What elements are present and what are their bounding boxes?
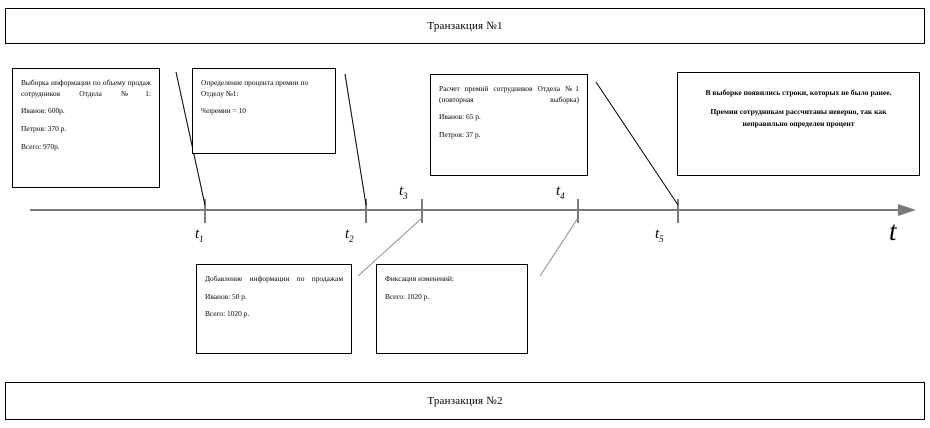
box-commit: Фиксация изменений: Всего: 1020 р.: [376, 264, 528, 354]
transaction-2-banner: Транзакция №2: [5, 382, 925, 420]
box-add: Добавление информации по продажам Иванов…: [196, 264, 352, 354]
timeline-arrowhead: [898, 204, 916, 216]
box-commit-line1: Всего: 1020 р.: [385, 291, 430, 301]
box-warning: В выборке появились строки, которых не б…: [677, 72, 920, 176]
box-add-title: Добавление информации по продажам: [205, 274, 343, 283]
tick-label-t4: t4: [556, 183, 565, 201]
box-percent: Определение процента премии по Отделу №1…: [192, 68, 336, 154]
transaction-2-label: Транзакция №2: [427, 395, 503, 407]
tick-label-t5: t5: [655, 226, 664, 244]
tick-label-t2-text: t: [345, 226, 350, 242]
tick-label-t1-sub: 1: [199, 234, 204, 244]
connector-percent-to-t2: [344, 73, 367, 206]
tick-label-t3-sub: 3: [403, 191, 408, 201]
box-selection: Выборка информации по объему продаж сотр…: [12, 68, 160, 188]
tick-label-t4-sub: 4: [560, 191, 565, 201]
tick-label-t5-text: t: [655, 226, 660, 242]
tick-label-t3: t3: [399, 183, 408, 201]
box-bonus-title: Расчет премий сотрудников Отдела №1 (пов…: [439, 84, 579, 104]
box-bonus-line1: Иванов: 65 р.: [439, 112, 481, 122]
box-bonus: Расчет премий сотрудников Отдела №1 (пов…: [430, 74, 588, 176]
transaction-1-label: Транзакция №1: [427, 20, 503, 32]
box-selection-line2: Петров: 370 р.: [21, 124, 67, 134]
connector-selection-to-t1: [175, 71, 206, 206]
box-commit-title: Фиксация изменений:: [385, 274, 454, 283]
box-bonus-line2: Петров: 37 р.: [439, 130, 481, 140]
tick-label-t4-text: t: [556, 183, 561, 199]
box-add-line2: Всего: 1020 р.: [205, 309, 250, 319]
tick-label-t5-sub: 5: [659, 234, 664, 244]
box-selection-line3: Всего: 970р.: [21, 141, 60, 151]
tick-label-t1-text: t: [195, 226, 200, 242]
box-warning-line1: В выборке появились строки, которых не б…: [705, 88, 892, 97]
transaction-1-banner: Транзакция №1: [5, 8, 925, 44]
box-add-line1: Иванов: 50 р.: [205, 291, 247, 301]
axis-label-t: t: [889, 216, 897, 246]
tick-label-t2-sub: 2: [349, 234, 354, 244]
connector-t3-to-add: [357, 217, 423, 277]
tick-label-t2: t2: [345, 226, 354, 244]
box-selection-title: Выборка информации по объему продаж сотр…: [21, 78, 151, 98]
box-selection-line1: Иванов: 600р.: [21, 106, 65, 116]
connector-warning-to-t5: [595, 81, 679, 206]
box-percent-title: Определение процента премии по Отделу №1…: [201, 78, 309, 98]
tick-label-t1: t1: [195, 226, 204, 244]
box-warning-line2: Премии сотрудникам рассчитаны неверно, т…: [710, 107, 887, 128]
connector-t4-to-commit: [539, 217, 579, 277]
box-percent-line1: %премии = 10: [201, 106, 246, 116]
tick-label-t3-text: t: [399, 183, 404, 199]
